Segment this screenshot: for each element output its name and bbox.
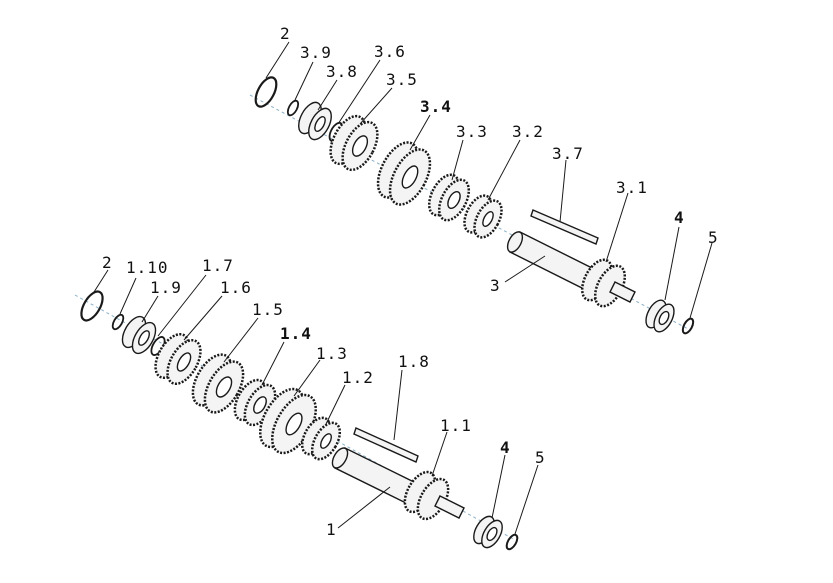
lower-gear-1-6 bbox=[154, 332, 202, 386]
upper-assembly bbox=[254, 76, 695, 335]
lower-small-ring bbox=[111, 313, 125, 331]
lower-gear-1-4 bbox=[233, 378, 277, 427]
upper-leader-lines bbox=[265, 41, 713, 319]
upper-gear-3-5 bbox=[329, 114, 379, 172]
label-1-3: 1.3 bbox=[316, 344, 348, 363]
label-1-7: 1.7 bbox=[202, 256, 234, 275]
upper-small-ring bbox=[286, 99, 300, 117]
label-3-8: 3.8 bbox=[326, 62, 358, 81]
upper-shaft-3 bbox=[506, 231, 636, 308]
label-lower-4: 4 bbox=[500, 438, 511, 457]
lower-gear-1-5 bbox=[191, 353, 245, 414]
label-3-3: 3.3 bbox=[456, 122, 488, 141]
label-1-4: 1.4 bbox=[280, 324, 312, 343]
label-3-2: 3.2 bbox=[512, 122, 544, 141]
label-3-5: 3.5 bbox=[386, 70, 418, 89]
label-1-1: 1.1 bbox=[440, 416, 472, 435]
label-3-7: 3.7 bbox=[552, 144, 584, 163]
upper-bearing-4 bbox=[645, 299, 675, 333]
label-upper-3: 3 bbox=[490, 276, 501, 295]
upper-snap-ring bbox=[254, 76, 278, 108]
lower-ring-5 bbox=[505, 533, 519, 551]
label-upper-5: 5 bbox=[708, 228, 719, 247]
label-upper-4: 4 bbox=[674, 208, 685, 227]
upper-gear-3-2 bbox=[463, 194, 503, 239]
lower-snap-ring bbox=[80, 290, 104, 322]
upper-bearing-3-8 bbox=[298, 101, 332, 141]
label-1-9: 1.9 bbox=[150, 278, 182, 297]
label-1-6: 1.6 bbox=[220, 278, 252, 297]
upper-gear-3-3 bbox=[427, 173, 471, 222]
lower-bearing-4 bbox=[473, 515, 503, 549]
label-3-9: 3.9 bbox=[300, 43, 332, 62]
label-lower-2: 2 bbox=[102, 253, 113, 272]
label-lower-5: 5 bbox=[535, 448, 546, 467]
label-upper-2: 2 bbox=[280, 24, 291, 43]
lower-leader-lines bbox=[93, 269, 539, 535]
upper-gear-3-4 bbox=[376, 141, 432, 206]
label-1-2: 1.2 bbox=[342, 368, 374, 387]
lower-gear-1-3 bbox=[259, 387, 317, 455]
label-3-1: 3.1 bbox=[616, 178, 648, 197]
lower-gear-1-2 bbox=[300, 416, 342, 461]
label-3-6: 3.6 bbox=[374, 42, 406, 61]
label-lower-1: 1 bbox=[326, 520, 337, 539]
label-1-8: 1.8 bbox=[398, 352, 430, 371]
label-1-10: 1.10 bbox=[126, 258, 169, 277]
upper-key-3-7 bbox=[530, 209, 599, 245]
label-1-5: 1.5 bbox=[252, 300, 284, 319]
label-3-4: 3.4 bbox=[420, 97, 452, 116]
lower-assembly bbox=[80, 290, 519, 551]
lower-key-1-8 bbox=[353, 427, 419, 463]
lower-shaft-1 bbox=[331, 447, 465, 521]
upper-ring-5 bbox=[681, 317, 695, 335]
lower-bearing-1-9 bbox=[121, 315, 157, 355]
